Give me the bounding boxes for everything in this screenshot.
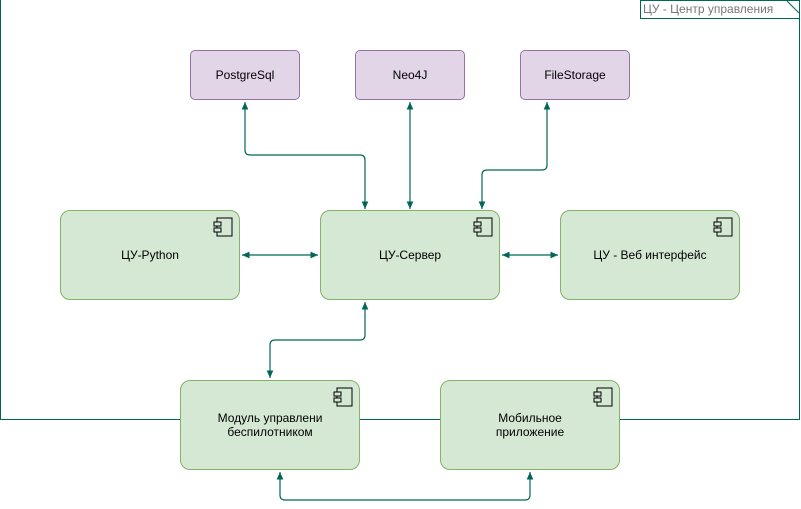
server-component[interactable]: ЦУ-Сервер [320,210,500,300]
edge-drone-mobile [276,472,534,501]
server-label: ЦУ-Сервер [378,248,442,262]
drone-module-component[interactable]: Модуль управлени беспилотником [180,380,360,470]
frame-title: ЦУ - Центр управления [640,0,800,19]
component-icon [473,217,493,237]
filestorage-label: FileStorage [544,68,606,82]
frame-fold-icon [787,1,799,13]
neo4j-node[interactable]: Neo4J [355,50,465,100]
drone-module-label: Модуль управлени беспилотником [217,411,323,439]
python-component[interactable]: ЦУ-Python [60,210,240,300]
control-center-frame [0,0,800,420]
web-label: ЦУ - Веб интерфейс [593,248,707,262]
component-icon [333,387,353,407]
neo4j-label: Neo4J [392,68,428,82]
postgres-label: PostgreSql [215,68,275,82]
component-icon [593,387,613,407]
mobile-app-component[interactable]: Мобильное приложение [440,380,620,470]
frame-title-text: ЦУ - Центр управления [643,2,774,16]
edge-filestorage-server [478,102,551,209]
component-icon [213,217,233,237]
edge-postgres-server [241,102,369,209]
component-icon [713,217,733,237]
mobile-label: Мобильное приложение [495,411,565,439]
postgres-node[interactable]: PostgreSql [190,50,300,100]
edge-server-drone [266,302,369,378]
filestorage-node[interactable]: FileStorage [520,50,630,100]
python-label: ЦУ-Python [121,248,179,262]
web-component[interactable]: ЦУ - Веб интерфейс [560,210,740,300]
